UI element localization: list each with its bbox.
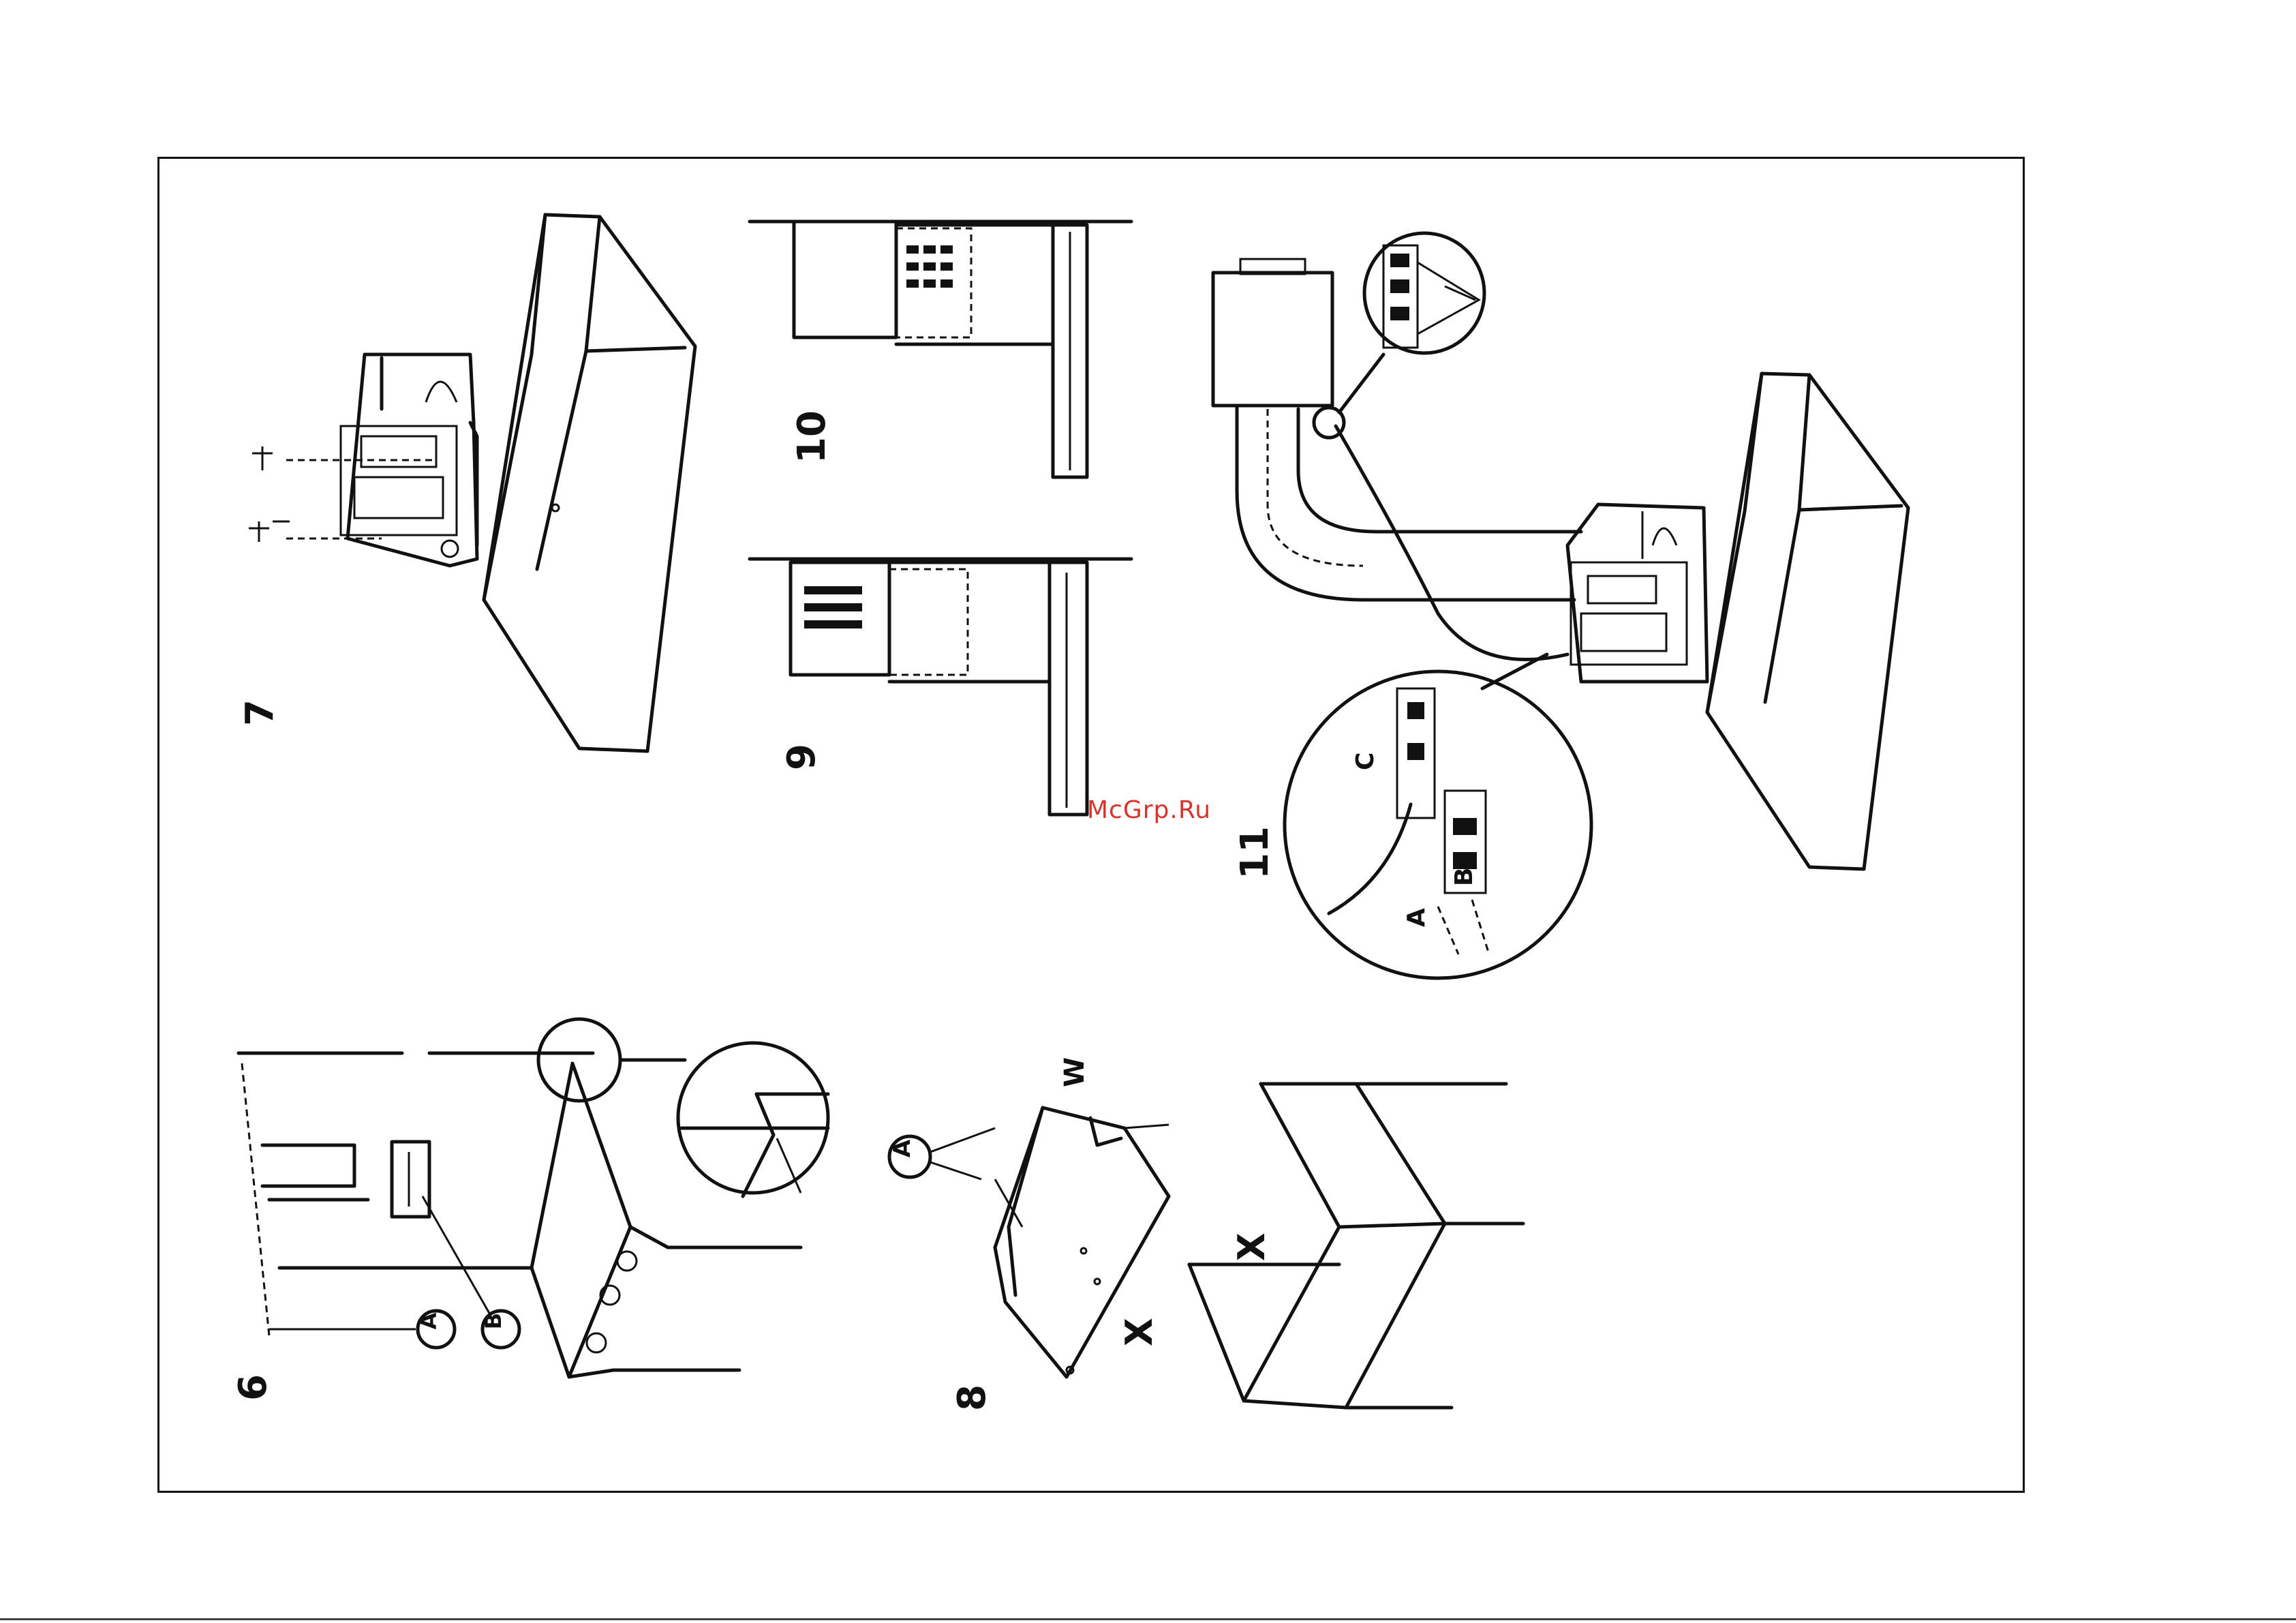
- figure-9-number: 9: [780, 744, 824, 770]
- filter-grid-9: [804, 586, 862, 628]
- figure-6-callout-a: A: [416, 1311, 455, 1348]
- figure-11-label-b: B: [1450, 868, 1478, 886]
- figure-8-label-x2: X: [1230, 1232, 1273, 1261]
- figure-7-number: 7: [238, 699, 282, 726]
- figure-10-number: 10: [790, 410, 834, 464]
- callout-a-text: A: [416, 1312, 442, 1329]
- filter-grid: [906, 245, 953, 288]
- figure-11-number: 11: [1233, 826, 1277, 879]
- callout-b-text: B: [480, 1313, 506, 1329]
- watermark-text: McGrp.Ru: [1087, 796, 1211, 824]
- figure-6-drawing: [239, 1019, 828, 1377]
- page-bottom-rule: [0, 1618, 2296, 1620]
- figure-6-number: 6: [231, 1374, 275, 1401]
- callout-a-text-8: A: [889, 1139, 916, 1157]
- figure-11-drawing: [1213, 233, 1908, 978]
- figure-9-drawing: [750, 559, 1131, 815]
- figure-11-label-a: A: [1403, 908, 1430, 927]
- figure-8-drawing: [930, 1084, 1523, 1408]
- figure-8-number: 8: [950, 1384, 994, 1411]
- figure-6-callout-b: B: [480, 1311, 519, 1348]
- figure-11-label-c: C: [1351, 753, 1379, 770]
- figure-7-drawing: [249, 215, 695, 751]
- figure-8-label-x: X: [1118, 1318, 1161, 1346]
- figure-8-callout-a: A: [889, 1136, 930, 1177]
- figure-8-label-w: W: [1059, 1057, 1090, 1087]
